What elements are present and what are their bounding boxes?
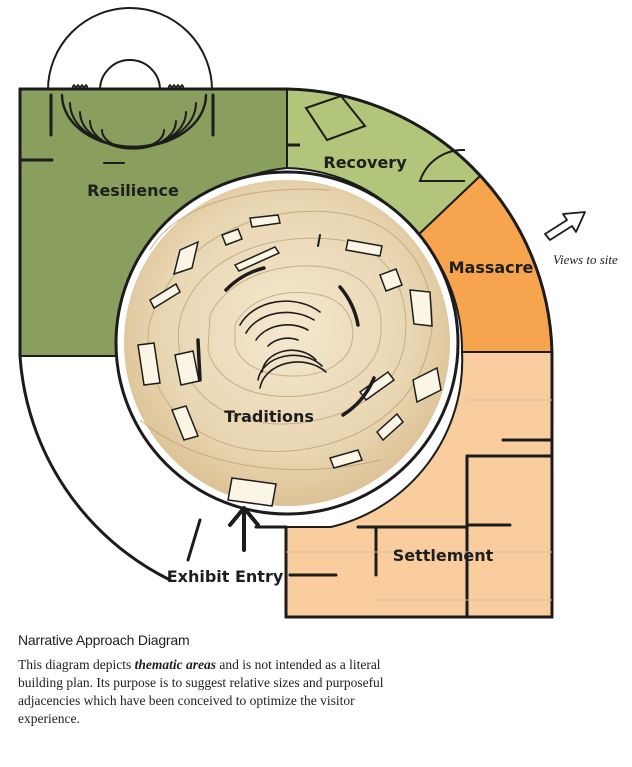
traditions-center-seating — [239, 300, 327, 389]
narrative-approach-diagram: Resilience Recovery Massacre Traditions … — [18, 7, 618, 619]
settlement-zone — [285, 351, 553, 618]
caption-title: Narrative Approach Diagram — [18, 632, 190, 648]
resilience-label: Resilience — [87, 181, 179, 200]
settlement-label: Settlement — [393, 546, 494, 565]
settlement-walls — [288, 438, 554, 619]
exhibit-entry-label: Exhibit Entry — [167, 567, 284, 586]
views-arrow-icon — [544, 211, 586, 241]
traditions-topography — [139, 188, 433, 471]
massacre-label: Massacre — [449, 258, 534, 277]
outer-corridor-outline — [18, 87, 554, 619]
diagram-caption: Narrative Approach Diagram This diagram … — [18, 632, 398, 728]
entry-arrow — [228, 506, 260, 552]
traditions-exhibit-cases — [137, 214, 442, 507]
caption-body: This diagram depicts thematic areas and … — [18, 656, 398, 728]
caption-body-start: This diagram depicts — [18, 657, 135, 672]
settlement-grid — [286, 399, 552, 601]
traditions-label: Traditions — [224, 407, 314, 426]
traditions-floor — [124, 180, 450, 506]
traditions-walls — [196, 234, 376, 417]
views-to-site-label: Views to site — [553, 252, 618, 267]
entry-corridor-walls — [186, 518, 288, 562]
caption-body-end: and is not intended as a literal buildin… — [18, 657, 384, 726]
recovery-features — [287, 94, 466, 182]
top-amphitheater-outline — [47, 7, 213, 91]
resilience-seating-arcs — [18, 93, 215, 164]
recovery-label: Recovery — [323, 153, 407, 172]
caption-emphasis: thematic areas — [134, 657, 216, 672]
